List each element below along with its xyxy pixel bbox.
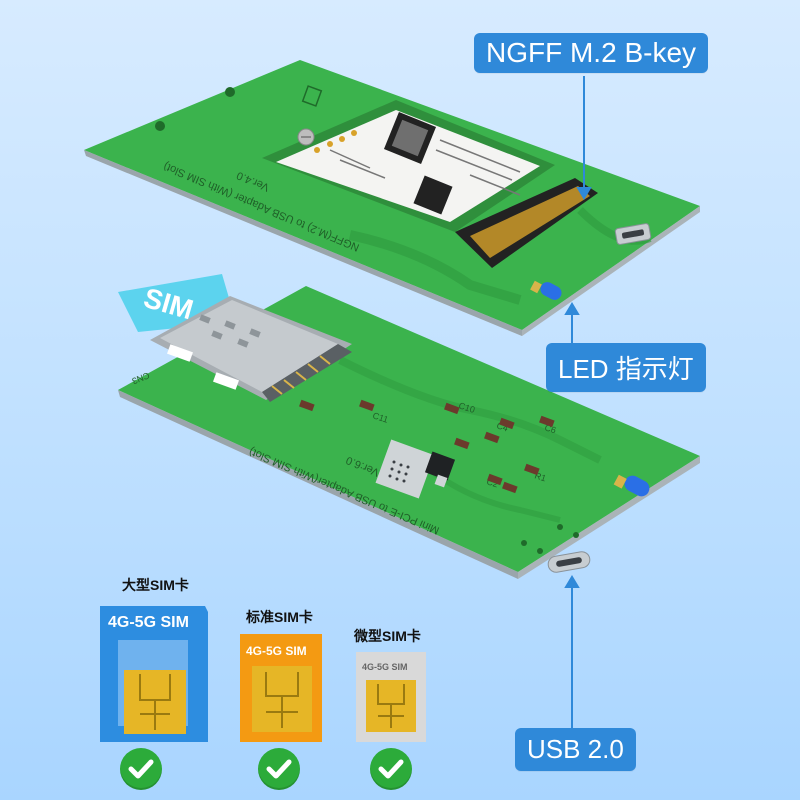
- sim-large-text: 4G-5G SIM: [108, 614, 189, 631]
- sim-micro-text: 4G-5G SIM: [362, 662, 408, 672]
- sim-holder: [150, 296, 352, 402]
- check-icon-large: [120, 748, 162, 790]
- label-c11: C11: [371, 410, 389, 424]
- m2-module: [262, 100, 555, 232]
- label-c10: C10: [457, 400, 476, 415]
- check-icon-micro: [370, 748, 412, 790]
- usb-callout: USB 2.0: [515, 728, 636, 771]
- sim-large-label: 大型SIM卡: [122, 577, 189, 593]
- sim-standard-label: 标准SIM卡: [246, 609, 313, 625]
- ngff-m2-callout: NGFF M.2 B-key: [474, 33, 709, 73]
- check-icon-standard: [258, 748, 300, 790]
- sim-micro-label: 微型SIM卡: [354, 628, 421, 644]
- label-c6: C6: [543, 422, 557, 435]
- bottom-adapter-board: SIM CN3 C11 C10: [118, 274, 700, 579]
- sim-standard-text: 4G-5G SIM: [246, 644, 307, 658]
- led-indicator-callout: LED 指示灯: [546, 343, 706, 392]
- callout-pointers: [564, 76, 592, 728]
